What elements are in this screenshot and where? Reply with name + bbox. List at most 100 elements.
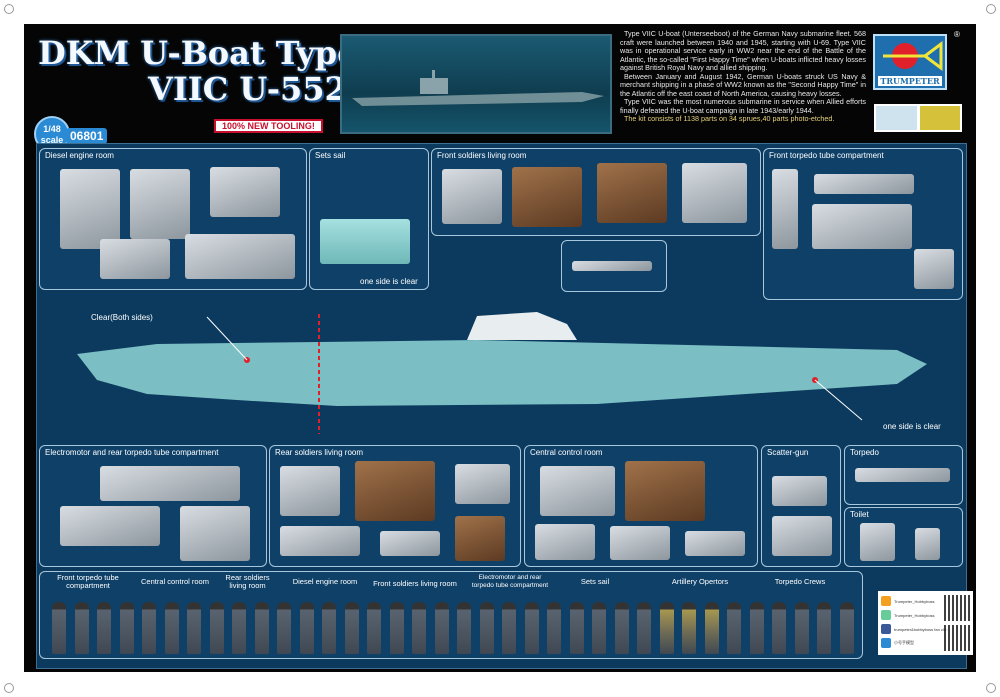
crew-figure: [569, 602, 584, 654]
part: [512, 167, 582, 227]
figure-group-label: Rear soldiers living room: [225, 573, 270, 590]
social-facebook[interactable]: trumpeter&hobbyboss fan club: [881, 622, 970, 636]
part: [210, 167, 280, 217]
facebook-icon: [881, 624, 891, 634]
crop-mark: [4, 4, 14, 14]
submarine-photo: [352, 70, 604, 106]
figures-section: Front torpedo tube compartment Central c…: [39, 571, 863, 659]
crew-figure: [97, 602, 111, 654]
figure-group-label: Electromotor and rear torpedo tube compa…: [471, 574, 549, 589]
scale-word: scale: [40, 135, 64, 145]
crew-figure: [277, 602, 291, 654]
part: [814, 174, 914, 194]
crew-figure: [682, 602, 696, 654]
section-torpedo: Torpedo: [844, 445, 963, 505]
description-paragraph: Type VIIC U-boat (Unterseeboot) of the G…: [620, 29, 866, 72]
crew-figure: [547, 602, 561, 654]
figure-group-label: Central control room: [141, 577, 209, 586]
description: Type VIIC U-boat (Unterseeboot) of the G…: [620, 29, 866, 124]
section-front-torpedo-tube-compartment: Front torpedo tube compartment: [763, 148, 963, 300]
parts-panel: Diesel engine room Sets sail one side is…: [36, 143, 973, 669]
section-label: Rear soldiers living room: [275, 448, 364, 457]
crew-figure: [254, 602, 269, 654]
part: [280, 466, 340, 516]
social-weibo[interactable]: Trumpeter_Hobbyboss: [881, 594, 970, 608]
crew-figure: [839, 602, 854, 654]
social-qq[interactable]: 小号手模型: [881, 636, 970, 650]
crew-figure: [389, 602, 404, 654]
wechat-icon: [881, 610, 891, 620]
part: [597, 163, 667, 223]
section-label: Diesel engine room: [45, 151, 114, 160]
section-central-control: Central control room: [524, 445, 758, 567]
social-wechat[interactable]: Trumpeter_Hobbyboss: [881, 608, 970, 622]
part: [855, 468, 950, 482]
part: [812, 204, 912, 249]
crew-figure: [772, 602, 786, 654]
note-clear-both-sides: Clear(Both sides): [91, 313, 153, 322]
section-label: Front soldiers living room: [437, 151, 527, 160]
part: [100, 466, 240, 501]
section-sets-sail: Sets sail one side is clear: [309, 148, 429, 290]
section-label: Central control room: [530, 448, 603, 457]
part: [610, 526, 670, 560]
section-label: Toilet: [850, 510, 869, 519]
qr-code: [944, 625, 970, 651]
part: [914, 249, 954, 289]
social-links: Trumpeter_Hobbyboss Trumpeter_Hobbyboss …: [878, 591, 973, 655]
crew-figure: [322, 602, 336, 654]
qr-code: [944, 595, 970, 621]
figure-group-label: Diesel engine room: [292, 577, 358, 586]
section-label: Electromotor and rear torpedo tube compa…: [45, 448, 219, 457]
leader-line: [206, 316, 248, 361]
part: [685, 531, 745, 556]
crew-figure: [434, 602, 449, 654]
part: [540, 466, 615, 516]
part: [772, 169, 798, 249]
figure-group-label: Front torpedo tube compartment: [57, 573, 119, 590]
crew-figure: [794, 602, 809, 654]
crew-figure: [817, 602, 831, 654]
section-rear-soldiers: Rear soldiers living room: [269, 445, 521, 567]
part: [100, 239, 170, 279]
crew-figure: [637, 602, 651, 654]
crew-figure: [592, 602, 606, 654]
section-label: Scatter-gun: [767, 448, 809, 457]
crew-figure: [74, 602, 89, 654]
crew-figure: [524, 602, 539, 654]
part: [455, 516, 505, 561]
kit-contents: The kit consists of 1138 parts on 34 spr…: [624, 114, 835, 123]
decal-sheet: [876, 106, 917, 130]
crew-figure: [614, 602, 629, 654]
part: [682, 163, 747, 223]
crew-figure: [344, 602, 359, 654]
crew-figure: [457, 602, 471, 654]
crew-figure: [299, 602, 314, 654]
crew-figure: [187, 602, 201, 654]
trumpeter-logo: TRUMPETER: [873, 34, 947, 90]
part: [130, 169, 190, 239]
crew-figure: [479, 602, 494, 654]
part: [442, 169, 502, 224]
hull: [77, 340, 927, 406]
crew-figure: [119, 602, 134, 654]
brand-name: TRUMPETER: [878, 76, 942, 86]
part: [915, 528, 940, 560]
part: [280, 526, 360, 556]
crew-figure: [502, 602, 516, 654]
crew-figure: [704, 602, 719, 654]
crop-mark: [4, 683, 14, 693]
crew-figure: [209, 602, 224, 654]
part: [355, 461, 435, 521]
crew-figure: [142, 602, 156, 654]
weibo-icon: [881, 596, 891, 606]
crew-figure: [727, 602, 741, 654]
product-code: 06801: [66, 128, 108, 144]
crew-figure: [367, 602, 381, 654]
part: [320, 219, 410, 264]
title-line-2: VIIC U-552: [148, 70, 347, 108]
part: [772, 516, 832, 556]
submarine-cutaway: [77, 312, 927, 434]
social-handle: trumpeter&hobbyboss fan club: [894, 626, 949, 632]
trumpet-icon: [883, 41, 943, 71]
